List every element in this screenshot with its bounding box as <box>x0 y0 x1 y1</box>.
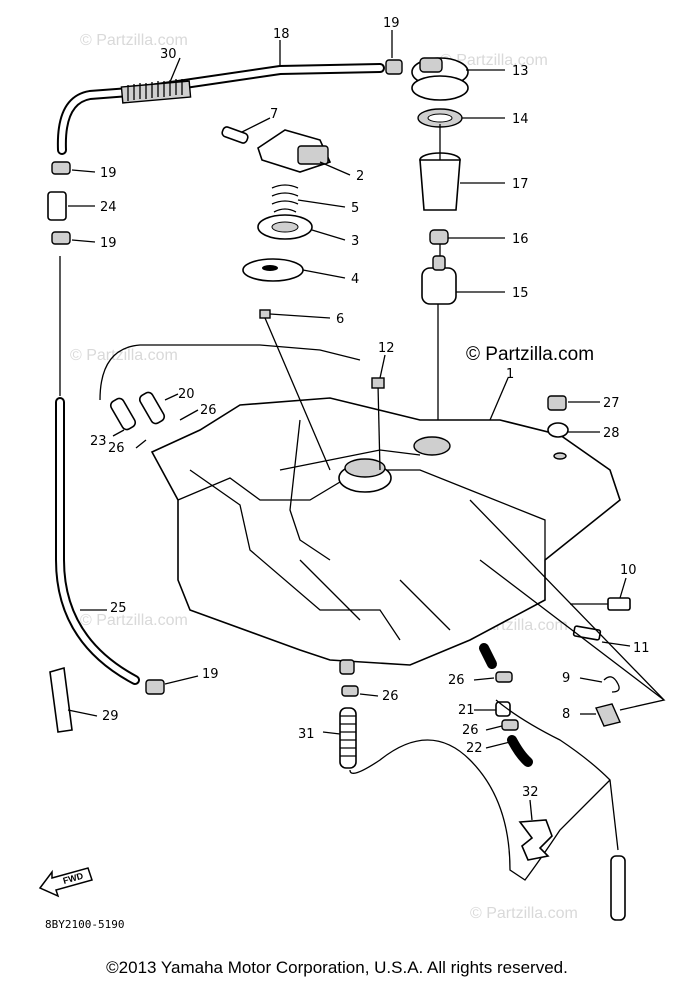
callout-12: 12 <box>378 341 395 356</box>
watermark-text: © Partzilla.com <box>470 905 578 922</box>
part-26-grommet <box>339 659 355 675</box>
tube-bottom-right <box>610 855 626 921</box>
callout-19-top: 19 <box>383 16 400 31</box>
part-6 <box>259 309 271 319</box>
callout-32: 32 <box>522 785 539 800</box>
callout-7: 7 <box>270 107 278 122</box>
callout-14: 14 <box>512 112 529 127</box>
callout-10: 10 <box>620 563 637 578</box>
callout-16: 16 <box>512 232 529 247</box>
part-22-hose <box>507 735 533 767</box>
part-28 <box>547 422 569 438</box>
watermark-text: © Partzilla.com <box>70 347 178 364</box>
part-1-fuel-tank <box>150 397 621 666</box>
watermark-text: © Partzilla.com <box>440 52 548 69</box>
part-11-bolt <box>572 625 602 641</box>
callout-26-b: 26 <box>108 441 125 456</box>
callout-30: 30 <box>160 47 177 62</box>
hose-26-mid <box>479 643 497 669</box>
part-9-clip <box>603 676 620 693</box>
callout-29: 29 <box>102 709 119 724</box>
callout-24: 24 <box>100 200 117 215</box>
part-17-strainer <box>419 124 461 211</box>
part-24-joint <box>47 191 67 221</box>
part-7 <box>221 126 249 144</box>
part-8 <box>595 703 621 727</box>
callout-2: 2 <box>356 169 364 184</box>
callout-4: 4 <box>351 272 359 287</box>
callout-26-e: 26 <box>462 723 479 738</box>
part-29-strap <box>49 666 73 733</box>
callout-13: 13 <box>512 64 529 79</box>
hose-30-spring <box>120 79 192 104</box>
watermark-group: © Partzilla.com © Partzilla.com © Partzi… <box>70 32 578 922</box>
clip-19-left-lower <box>51 231 71 245</box>
callout-9: 9 <box>562 671 570 686</box>
part-12 <box>371 377 385 389</box>
callout-labels: 18 19 30 13 14 17 16 15 7 2 5 3 4 6 19 2… <box>90 16 650 800</box>
watermark-text: © Partzilla.com <box>80 32 188 49</box>
part-32-bracket <box>518 819 553 861</box>
clip-19-bottom <box>145 679 165 695</box>
clip-19-left-upper <box>51 161 71 175</box>
callout-26-c: 26 <box>382 689 399 704</box>
callout-31: 31 <box>298 727 315 742</box>
callout-26-d: 26 <box>448 673 465 688</box>
callout-21: 21 <box>458 703 475 718</box>
callout-19-b: 19 <box>100 236 117 251</box>
part-31-hose <box>339 707 357 769</box>
part-20-hose <box>138 391 166 425</box>
callout-17: 17 <box>512 177 529 192</box>
part-15-filter <box>421 244 457 430</box>
part-27 <box>547 395 567 411</box>
clip-26-mid <box>495 671 513 683</box>
callout-11: 11 <box>633 641 650 656</box>
part-10-bolt <box>570 597 631 611</box>
watermark-text: © Partzilla.com <box>80 612 188 629</box>
part-21-joint <box>495 701 511 717</box>
clip-19-top <box>385 59 403 75</box>
callout-19-a: 19 <box>100 166 117 181</box>
part-2-fuel-cock <box>257 129 332 173</box>
fwd-arrow-icon: FWD <box>38 867 93 898</box>
callout-18: 18 <box>273 27 290 42</box>
callout-3: 3 <box>351 234 359 249</box>
callout-25: 25 <box>110 601 127 616</box>
part-23-hose <box>109 397 137 431</box>
callout-15: 15 <box>512 286 529 301</box>
callout-22: 22 <box>466 741 483 756</box>
callout-27: 27 <box>603 396 620 411</box>
callout-28: 28 <box>603 426 620 441</box>
callout-5: 5 <box>351 201 359 216</box>
callout-20: 20 <box>178 387 195 402</box>
callout-6: 6 <box>336 312 344 327</box>
diagram-code: 8BY2100-5190 <box>45 918 124 931</box>
clip-26-bottom <box>341 685 359 697</box>
part-13-cap <box>411 57 469 101</box>
part-16-clip <box>429 229 449 245</box>
partzilla-watermark: © Partzilla.com <box>466 344 594 365</box>
leader-lines <box>67 30 631 821</box>
part-5-spring <box>271 184 299 213</box>
callout-26-a: 26 <box>200 403 217 418</box>
callout-19-c: 19 <box>202 667 219 682</box>
clip-26-lower <box>501 719 519 731</box>
copyright-notice: ©2013 Yamaha Motor Corporation, U.S.A. A… <box>106 958 568 977</box>
callout-1: 1 <box>506 367 514 382</box>
callout-23: 23 <box>90 434 107 449</box>
callout-8: 8 <box>562 707 570 722</box>
